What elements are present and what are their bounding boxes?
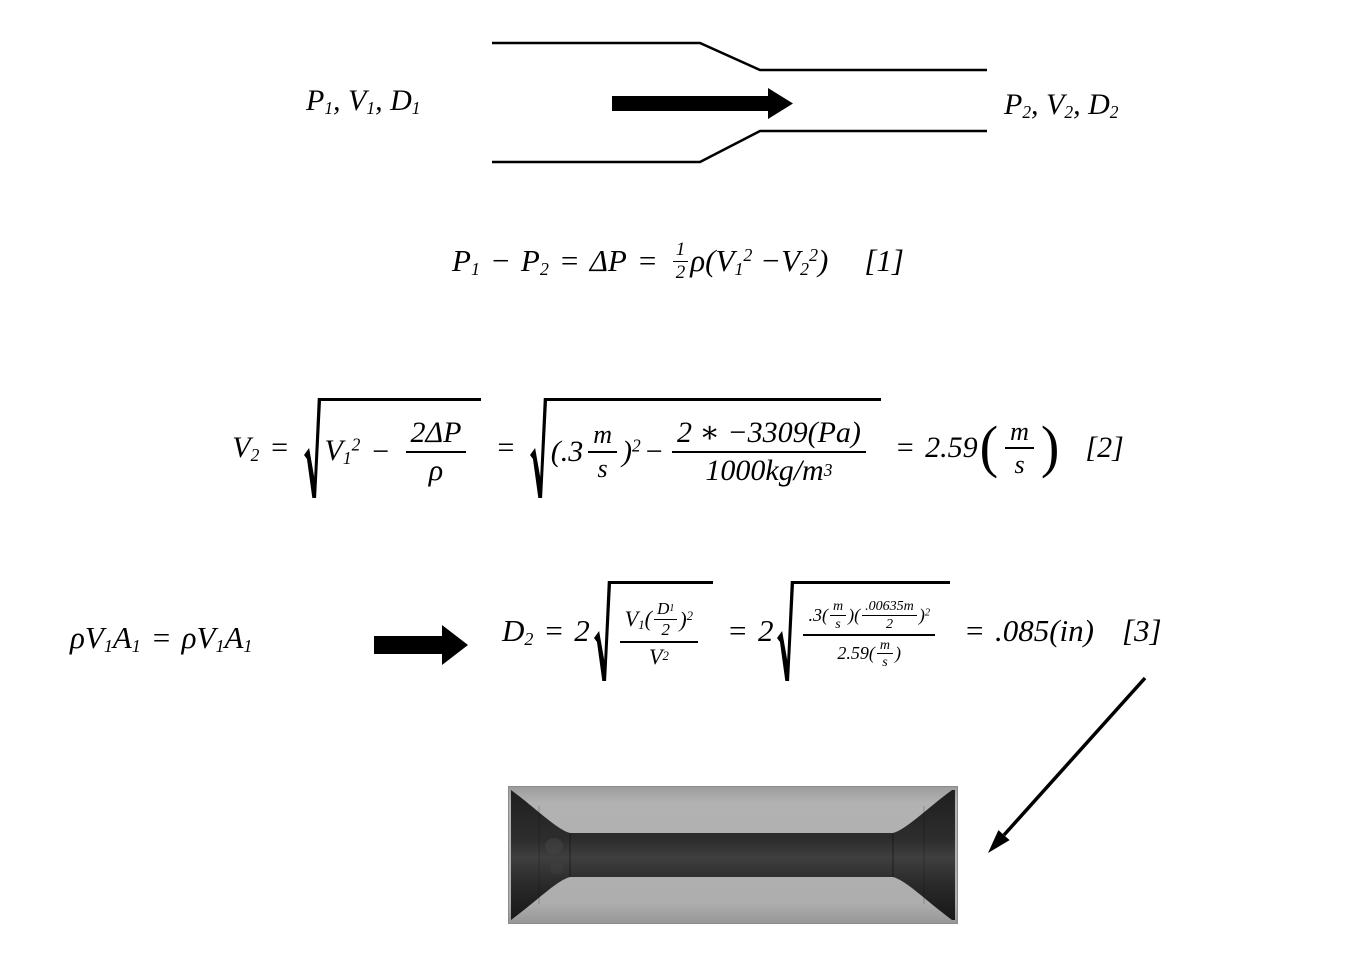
equation-velocity: V2 = V12 − 2ΔP ρ = (.3 m s bbox=[0, 380, 1356, 516]
radical: .3( m s )( .00635m 2 )2 2.59( m bbox=[777, 581, 951, 681]
venturi-render bbox=[508, 786, 958, 924]
implies-arrow-icon bbox=[374, 625, 468, 665]
one-half-fraction: 1 2 bbox=[672, 239, 689, 283]
flow-arrow-icon bbox=[612, 88, 793, 119]
radical: V12 − 2ΔP ρ bbox=[303, 398, 482, 498]
equation-ref-2: [2] bbox=[1085, 431, 1124, 464]
pipe-wall-bottom bbox=[492, 129, 987, 164]
mass-balance-equation: ρV1A1 = ρV1A1 bbox=[70, 619, 253, 656]
big-paren-close: ) bbox=[1040, 415, 1060, 480]
equation-ref-3: [3] bbox=[1121, 613, 1162, 648]
radical-sign-icon bbox=[777, 581, 795, 681]
big-paren-open: ( bbox=[979, 415, 999, 480]
radical-sign-icon bbox=[593, 581, 611, 681]
pipe-wall-top bbox=[492, 41, 987, 72]
pipe-label-outlet: P2, V2, D2 bbox=[1004, 88, 1119, 122]
radical-sign-icon bbox=[529, 398, 547, 498]
pipe-label-inlet: P1, V1, D1 bbox=[306, 84, 421, 118]
pipe-contraction-diagram bbox=[492, 41, 987, 164]
equation-ref-1: [1] bbox=[864, 243, 904, 278]
callout-arrow-icon bbox=[988, 676, 1147, 853]
radical-sign-icon bbox=[303, 398, 321, 498]
render-bore bbox=[511, 790, 955, 920]
equation-bernoulli: P1 − P2 = ΔP = 1 2 ρ(V12 −V22) [1] bbox=[452, 238, 904, 283]
